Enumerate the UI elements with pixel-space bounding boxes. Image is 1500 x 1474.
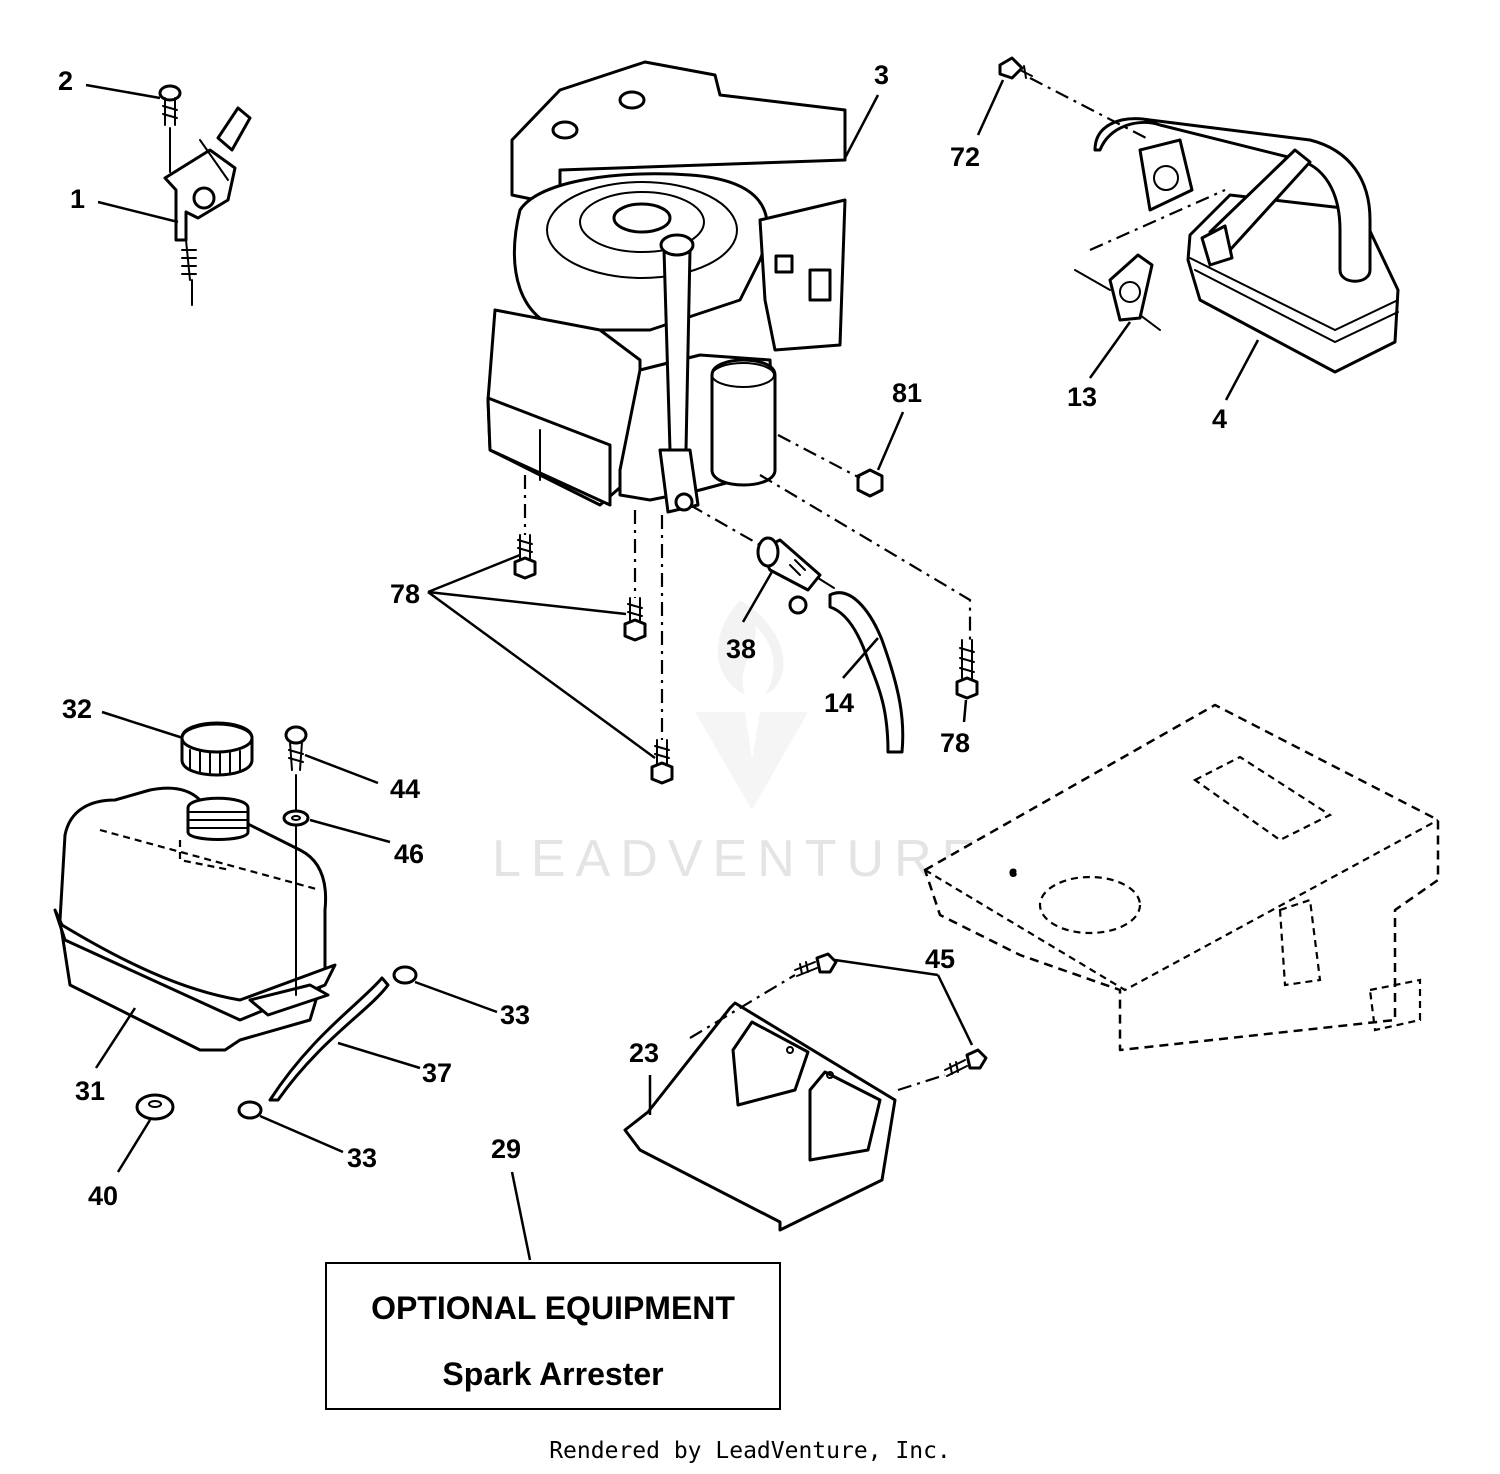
gasket-13 — [1074, 253, 1161, 331]
callout-46: 46 — [394, 839, 424, 869]
bolt-78-a — [513, 534, 537, 580]
callout-40: 40 — [88, 1181, 118, 1211]
callout-72: 72 — [950, 142, 980, 172]
callout-31: 31 — [75, 1076, 105, 1106]
clamp-33-a — [392, 965, 418, 985]
washer-46 — [282, 809, 310, 827]
callout-29: 29 — [491, 1134, 521, 1164]
fuel-line-37 — [268, 976, 390, 1102]
callout-78-left: 78 — [390, 579, 420, 609]
bolt-72 — [998, 56, 1033, 80]
callout-23: 23 — [629, 1038, 659, 1068]
bolt-78-c — [650, 739, 674, 785]
callout-3: 3 — [874, 60, 889, 90]
callout-1: 1 — [70, 184, 85, 214]
callout-13: 13 — [1067, 382, 1097, 412]
callout-37: 37 — [422, 1058, 452, 1088]
screw-2 — [158, 84, 182, 173]
svg-text:ɞ: ɞ — [1010, 865, 1016, 879]
optional-equipment-box: OPTIONAL EQUIPMENT Spark Arrester — [325, 1262, 781, 1410]
callout-4: 4 — [1212, 404, 1227, 434]
throttle-control — [163, 106, 252, 306]
screw-45-a — [794, 952, 838, 977]
fuel-hose-14 — [828, 591, 905, 754]
heat-shield-23 — [623, 1001, 897, 1232]
chassis-frame: ɞ — [923, 703, 1440, 1052]
optional-equipment-title: OPTIONAL EQUIPMENT — [371, 1290, 735, 1326]
screw-45-b — [944, 1048, 988, 1077]
leader-lines — [85, 79, 1260, 1261]
callout-44: 44 — [390, 774, 420, 804]
callout-81: 81 — [892, 378, 922, 408]
clamp-33-b — [237, 1100, 263, 1120]
callouts: 1 2 3 4 13 14 23 29 31 32 33 33 37 38 40… — [58, 60, 1227, 1211]
watermark-text: LEADVENTURE — [492, 830, 986, 888]
spark-arrester-label: Spark Arrester — [442, 1356, 664, 1392]
watermark-logo-icon — [695, 600, 808, 810]
callout-38: 38 — [726, 634, 756, 664]
callout-45: 45 — [925, 944, 955, 974]
callout-14: 14 — [824, 688, 854, 718]
engine — [486, 60, 847, 514]
muffler — [1093, 117, 1400, 374]
callout-32: 32 — [62, 694, 92, 724]
callout-2: 2 — [58, 66, 73, 96]
callout-78-right: 78 — [940, 728, 970, 758]
fuel-filter-38 — [756, 536, 835, 615]
callout-33-upper: 33 — [500, 1000, 530, 1030]
bolt-78-b — [623, 597, 647, 642]
nut-81 — [856, 468, 884, 498]
fuel-tank-31 — [53, 786, 337, 1052]
bolt-78-d — [955, 639, 979, 700]
render-credit: Rendered by LeadVenture, Inc. — [549, 1438, 951, 1464]
grommet-40 — [135, 1093, 175, 1121]
fuel-cap-32 — [180, 721, 254, 777]
callout-33-lower: 33 — [347, 1143, 377, 1173]
